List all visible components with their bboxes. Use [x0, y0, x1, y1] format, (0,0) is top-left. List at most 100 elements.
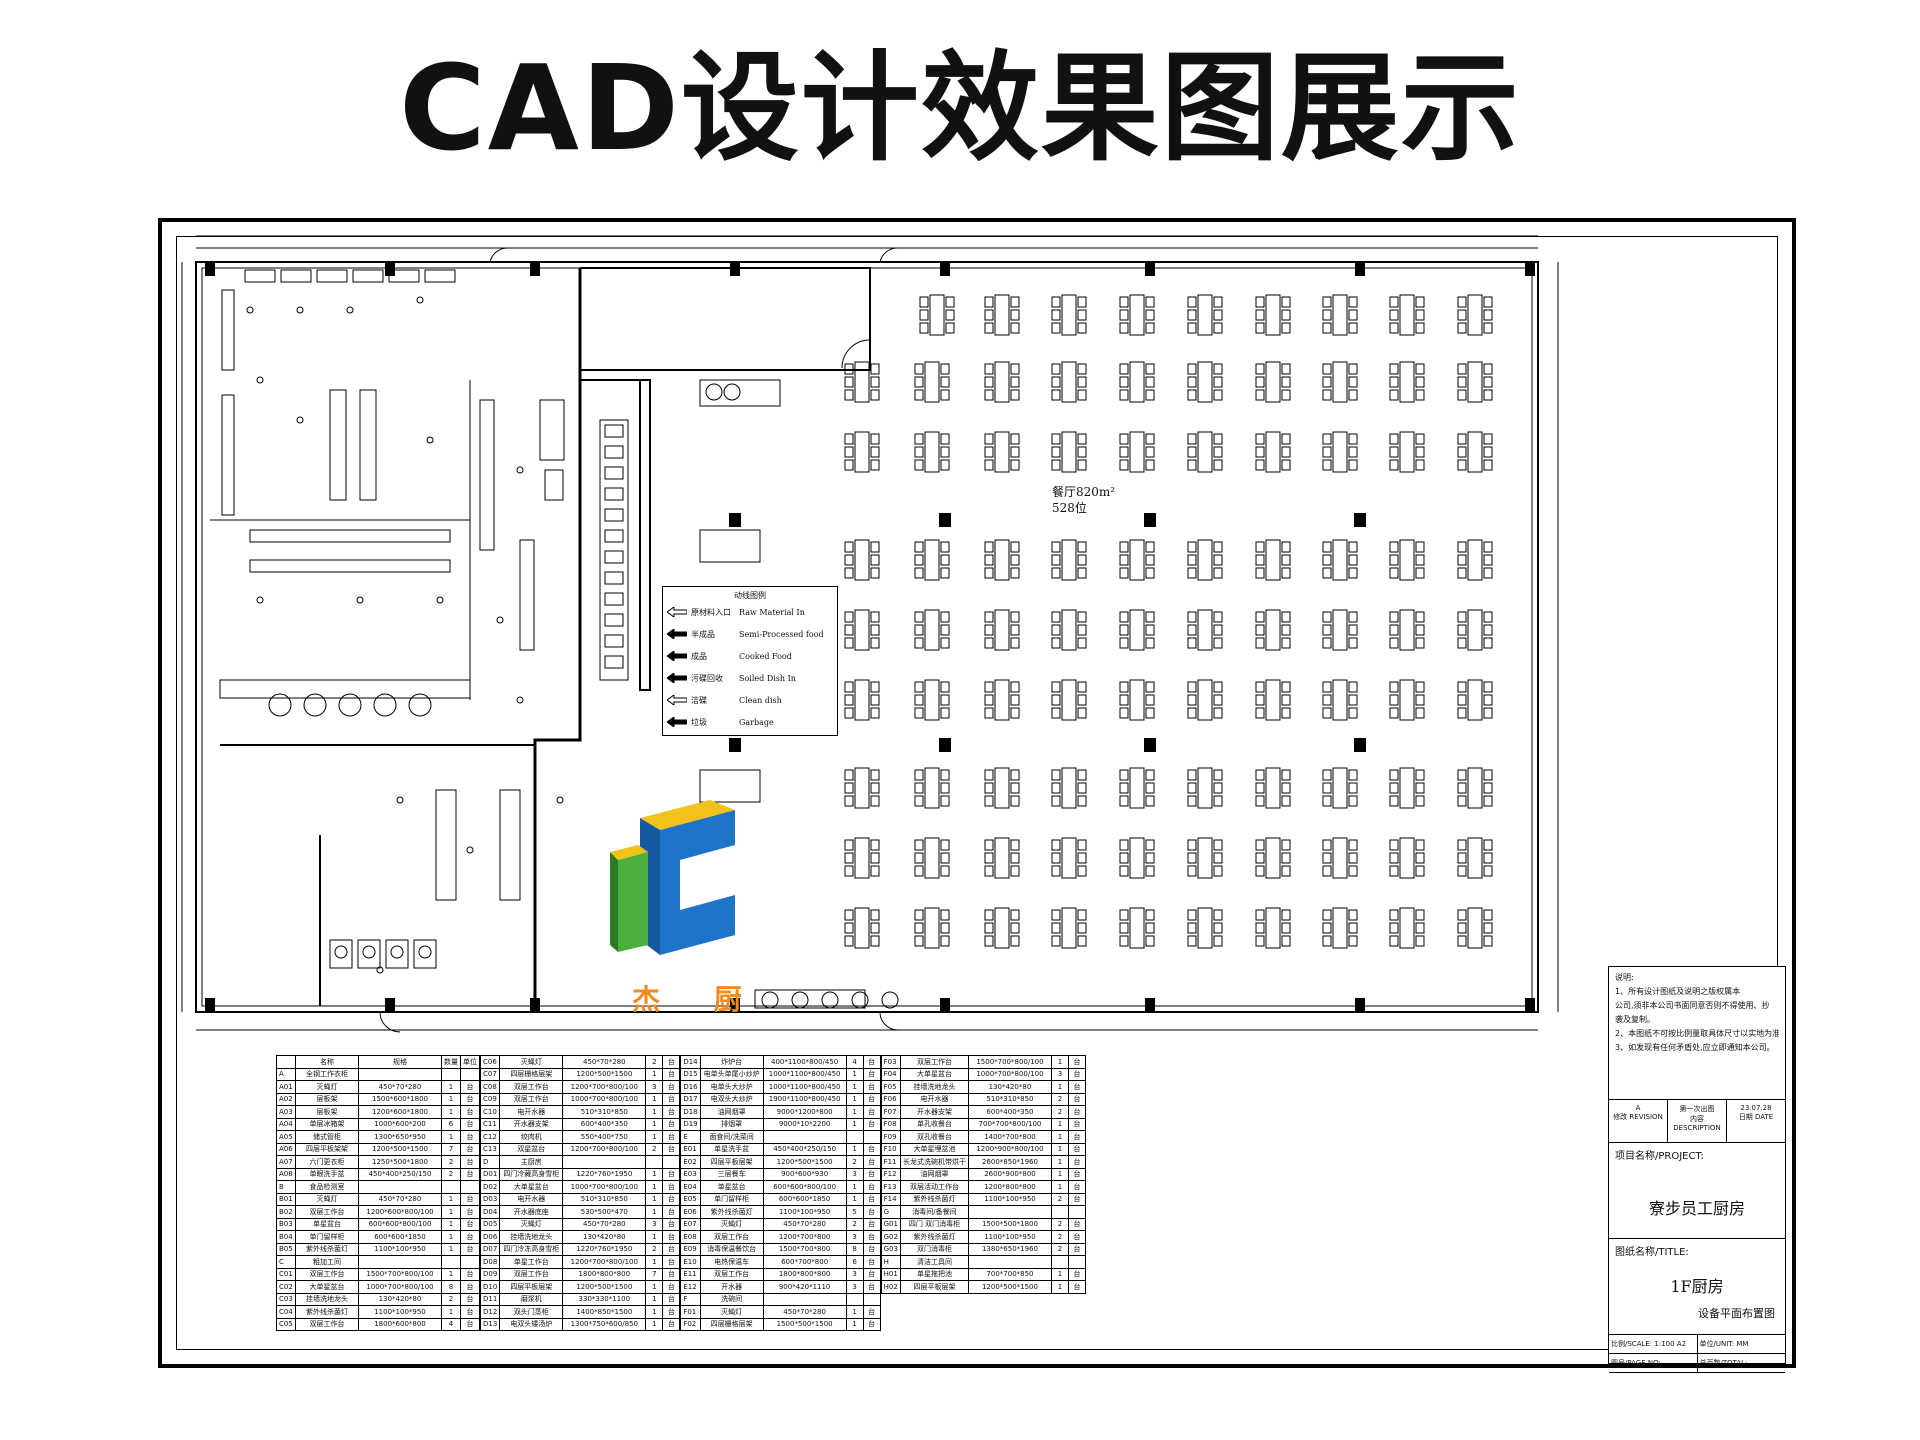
- dining-table: [1467, 837, 1483, 879]
- dining-table: [1197, 837, 1213, 879]
- table-cell: F10: [880, 1142, 901, 1156]
- chair: [1389, 611, 1399, 623]
- table-cell: 台: [862, 1230, 881, 1244]
- chair: [1322, 782, 1332, 794]
- chair: [1010, 681, 1020, 693]
- chair: [1119, 909, 1129, 921]
- table-cell: 600*600*1850: [358, 1230, 442, 1244]
- table-cell: [967, 1255, 1052, 1269]
- chair: [940, 459, 950, 471]
- table-cell: 1: [1050, 1130, 1069, 1144]
- table-cell: 主厨房: [499, 1155, 564, 1169]
- table-cell: F05: [880, 1080, 901, 1094]
- chair: [1483, 922, 1493, 934]
- chair: [984, 865, 994, 877]
- table-cell: C04: [276, 1305, 296, 1319]
- chair: [1051, 795, 1061, 807]
- table-cell: 数量: [441, 1055, 461, 1069]
- chair: [1281, 567, 1291, 579]
- fixture-symbol: [376, 966, 384, 974]
- chair: [1187, 909, 1197, 921]
- equipment: [219, 679, 471, 699]
- equipment: [604, 466, 624, 480]
- table-cell: 台: [662, 1180, 681, 1194]
- table-cell: 磨浆机: [499, 1292, 564, 1306]
- chair: [1483, 309, 1493, 321]
- table-cell: 油网烟罩: [899, 1167, 969, 1181]
- table-cell: G01: [880, 1217, 901, 1231]
- chair: [1051, 865, 1061, 877]
- table-cell: 5: [845, 1205, 864, 1219]
- chair: [1119, 839, 1129, 851]
- table-cell: 台: [460, 1267, 480, 1281]
- table-cell: G: [880, 1205, 901, 1219]
- chair: [870, 624, 880, 636]
- chair: [1483, 389, 1493, 401]
- chair: [1281, 363, 1291, 375]
- chair: [1213, 637, 1223, 649]
- table-cell: 1: [1050, 1280, 1069, 1294]
- table-cell: 台: [662, 1142, 681, 1156]
- chair: [1077, 922, 1087, 934]
- chair: [984, 541, 994, 553]
- chair: [940, 694, 950, 706]
- table-cell: 台: [460, 1292, 480, 1306]
- equipment: [604, 634, 624, 648]
- arrow-icon-shape: [666, 694, 688, 706]
- chair: [1457, 611, 1467, 623]
- table-cell: 绞肉机: [499, 1130, 564, 1144]
- table-cell: [762, 1292, 847, 1306]
- table-cell: 台: [862, 1280, 881, 1294]
- chair: [984, 309, 994, 321]
- table-cell: 双层工作台: [295, 1205, 359, 1219]
- table-cell: 1100*100*950: [967, 1230, 1052, 1244]
- equipment-circle: [373, 693, 397, 717]
- dining-table: [854, 431, 870, 473]
- chair: [1389, 852, 1399, 864]
- table-cell: [662, 1155, 681, 1169]
- dining-table: [1467, 539, 1483, 581]
- chair: [1457, 554, 1467, 566]
- equipment: [539, 399, 565, 461]
- chair: [1322, 611, 1332, 623]
- chair: [1187, 852, 1197, 864]
- chair: [1281, 624, 1291, 636]
- table-cell: 1000*700*800/100: [358, 1280, 442, 1294]
- chair: [1010, 795, 1020, 807]
- table-cell: 单位: [460, 1055, 480, 1069]
- table-cell: [460, 1067, 480, 1081]
- column: [730, 998, 740, 1012]
- chair: [1457, 922, 1467, 934]
- dining-table: [1197, 294, 1213, 336]
- chair: [1348, 446, 1358, 458]
- table-cell: 1000*600*200: [358, 1117, 442, 1131]
- chair: [940, 782, 950, 794]
- chair: [1051, 376, 1061, 388]
- table-cell: D09: [479, 1267, 501, 1281]
- dining-table: [924, 907, 940, 949]
- table-cell: 长龙式洗碗机带烘干: [899, 1155, 969, 1169]
- chair: [1010, 296, 1020, 308]
- table-cell: 台: [1067, 1280, 1086, 1294]
- table-cell: 大单星盆台: [899, 1067, 969, 1081]
- chair: [914, 707, 924, 719]
- chair: [844, 865, 854, 877]
- arrow-icon-shape: [666, 606, 688, 618]
- dining-table: [994, 679, 1010, 721]
- table-cell: E06: [680, 1205, 701, 1219]
- chair: [1187, 624, 1197, 636]
- table-cell: 四门冷藏高身雪柜: [499, 1167, 564, 1181]
- chair: [940, 624, 950, 636]
- equipment-circle: [881, 991, 899, 1009]
- chair: [1051, 567, 1061, 579]
- table-cell: E01: [680, 1142, 701, 1156]
